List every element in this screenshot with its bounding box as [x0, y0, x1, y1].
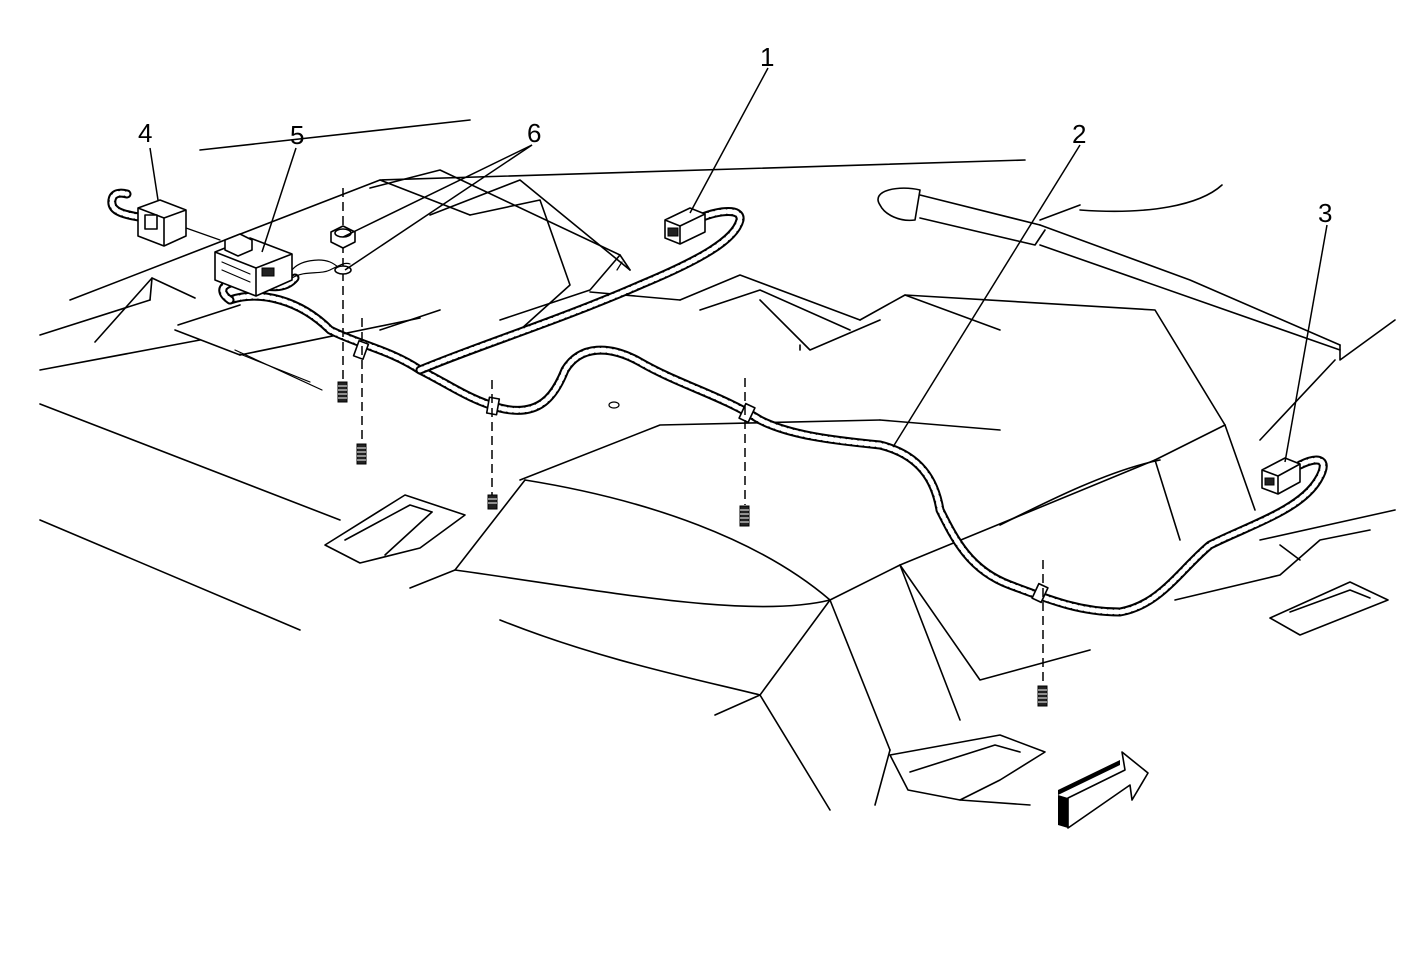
fasteners: [330, 188, 1048, 707]
stud-icon: [1037, 685, 1048, 707]
callout-5: 5: [290, 120, 304, 150]
callout-3: 3: [1318, 198, 1332, 228]
wiring-harness: [107, 188, 1328, 617]
callouts: 1 2 3 4 5 6: [138, 42, 1332, 228]
callout-1: 1: [760, 42, 774, 72]
forward-arrow-icon: [1058, 751, 1149, 829]
connector-3: [1261, 457, 1301, 495]
callout-leaders: [149, 67, 1328, 463]
stud-icon: [487, 494, 498, 510]
stud-icon: [337, 381, 348, 403]
callout-2: 2: [1072, 119, 1086, 149]
hole-icon: [608, 401, 620, 409]
roof-body-outline: [39, 119, 1396, 811]
connector-4: [137, 199, 221, 247]
module-5: [214, 233, 293, 297]
callout-6: 6: [527, 118, 541, 148]
connector-1: [664, 207, 706, 245]
stud-icon: [356, 443, 367, 465]
stud-icon: [739, 505, 750, 527]
callout-4: 4: [138, 118, 152, 148]
